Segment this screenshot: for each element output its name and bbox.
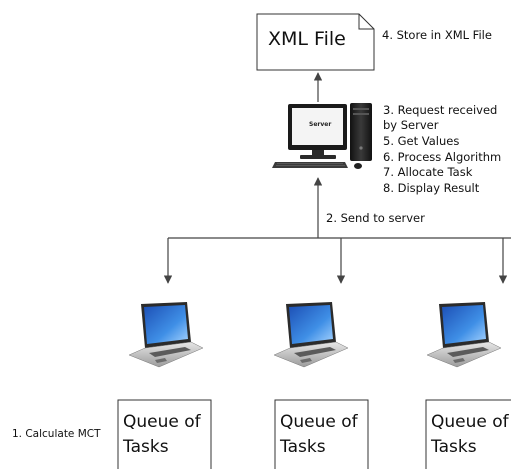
- queue-box-2: [274, 399, 369, 469]
- queue-box-3: [425, 399, 511, 469]
- step-1-label: 1. Calculate MCT: [12, 428, 101, 440]
- client-laptop-1-icon: [128, 302, 204, 368]
- step-3-label-cont: by Server: [383, 118, 439, 132]
- step-3-label: 3. Request received: [383, 103, 498, 117]
- queue-1-line1: Queue of: [123, 412, 201, 432]
- queue-3-line1: Queue of: [431, 412, 509, 432]
- client-laptop-2-icon: [273, 302, 349, 368]
- server-screen-label: Server: [309, 121, 332, 128]
- step-5-label: 5. Get Values: [383, 134, 460, 148]
- step-8-label: 8. Display Result: [383, 181, 480, 195]
- step-4-label: 4. Store in XML File: [382, 28, 492, 42]
- queue-3-line2: Tasks: [431, 437, 477, 457]
- queue-1-line2: Tasks: [123, 437, 169, 457]
- step-6-label: 6. Process Algorithm: [383, 150, 502, 164]
- xml-file-title: XML File: [268, 28, 346, 50]
- server-computer-icon: [272, 103, 372, 169]
- queue-2-line2: Tasks: [280, 437, 326, 457]
- queue-2-line1: Queue of: [280, 412, 358, 432]
- step-7-label: 7. Allocate Task: [383, 165, 473, 179]
- queue-box-1: [117, 399, 212, 469]
- step-2-label: 2. Send to server: [326, 211, 425, 225]
- xml-file-document: [256, 13, 375, 71]
- client-laptop-3-icon: [426, 302, 502, 368]
